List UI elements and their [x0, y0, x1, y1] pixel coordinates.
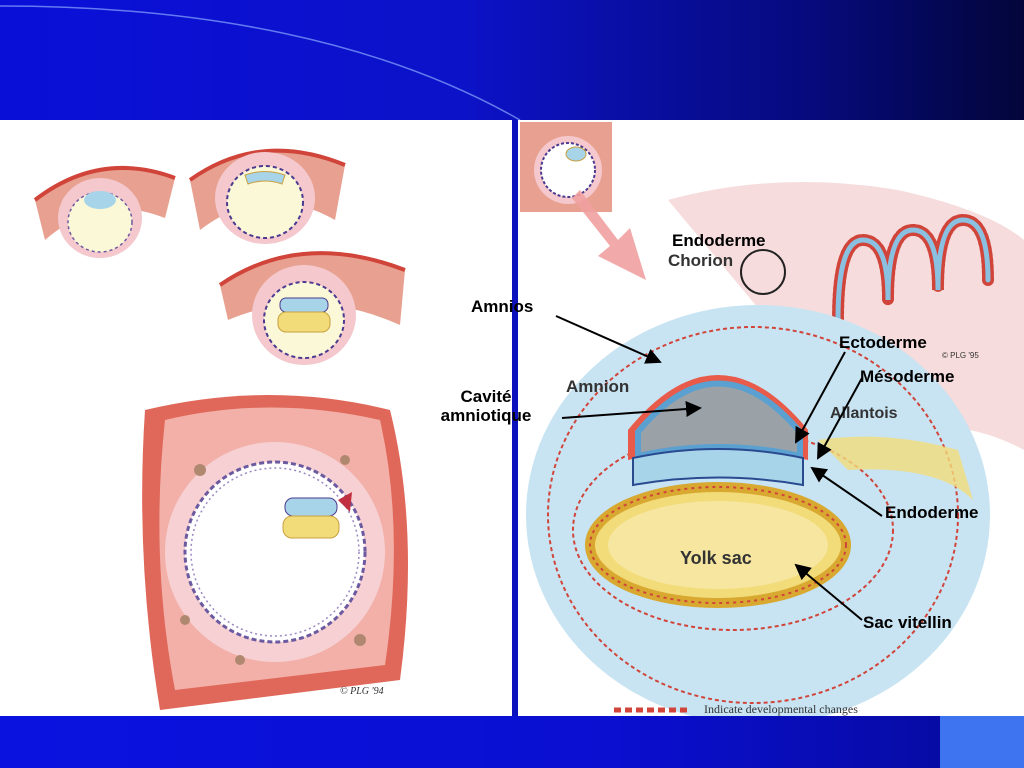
- footer-band: [0, 716, 1024, 768]
- label-endoderme-top: Endoderme: [672, 231, 766, 250]
- yolk-sac: [585, 482, 851, 608]
- stage-1-blastocyst: [33, 166, 176, 258]
- legend-text: Indicate developmental changes: [704, 702, 858, 716]
- stage-3-blastocyst: [218, 251, 406, 365]
- label-cavite-line1: Cavité: [460, 387, 512, 406]
- amniotic-cavity: [628, 375, 808, 487]
- label-sac-vitellin: Sac vitellin: [863, 613, 952, 632]
- yolk-sac-diagram-label: Yolk sac: [680, 548, 752, 568]
- allantois-diagram-label: Allantois: [830, 405, 898, 422]
- label-cavite-line2: amniotique: [440, 405, 532, 425]
- chorionic-villi: [832, 213, 994, 326]
- copyright-right: © PLG '95: [942, 351, 979, 360]
- zoom-pointer-arrow: [572, 190, 646, 280]
- inset-blastocyst-thumbnail: [520, 122, 612, 212]
- chorion-highlight-circle: [740, 249, 786, 295]
- label-amnios: Amnios: [471, 297, 534, 316]
- footer-accent-square: [940, 716, 1024, 768]
- label-cavite-amniotique: Cavité amniotique: [424, 387, 548, 425]
- legend: Indicate developmental changes: [614, 702, 858, 716]
- stage-4-implanted-blastocyst: © PLG '94: [142, 395, 408, 710]
- label-mesoderme: Mésoderme: [860, 367, 955, 386]
- stage-2-blastocyst: [188, 148, 346, 244]
- implantation-stages-panel: © PLG '94: [0, 120, 512, 716]
- label-ectoderme: Ectoderme: [839, 333, 927, 352]
- header-arc-decoration: [0, 5, 521, 120]
- chorion-diagram-label: Chorion: [668, 251, 733, 270]
- label-endoderme-right: Endoderme: [885, 503, 979, 522]
- amnion-diagram-label: Amnion: [566, 377, 629, 396]
- copyright-left: © PLG '94: [340, 686, 384, 697]
- implantation-stages-diagram: © PLG '94: [33, 148, 408, 710]
